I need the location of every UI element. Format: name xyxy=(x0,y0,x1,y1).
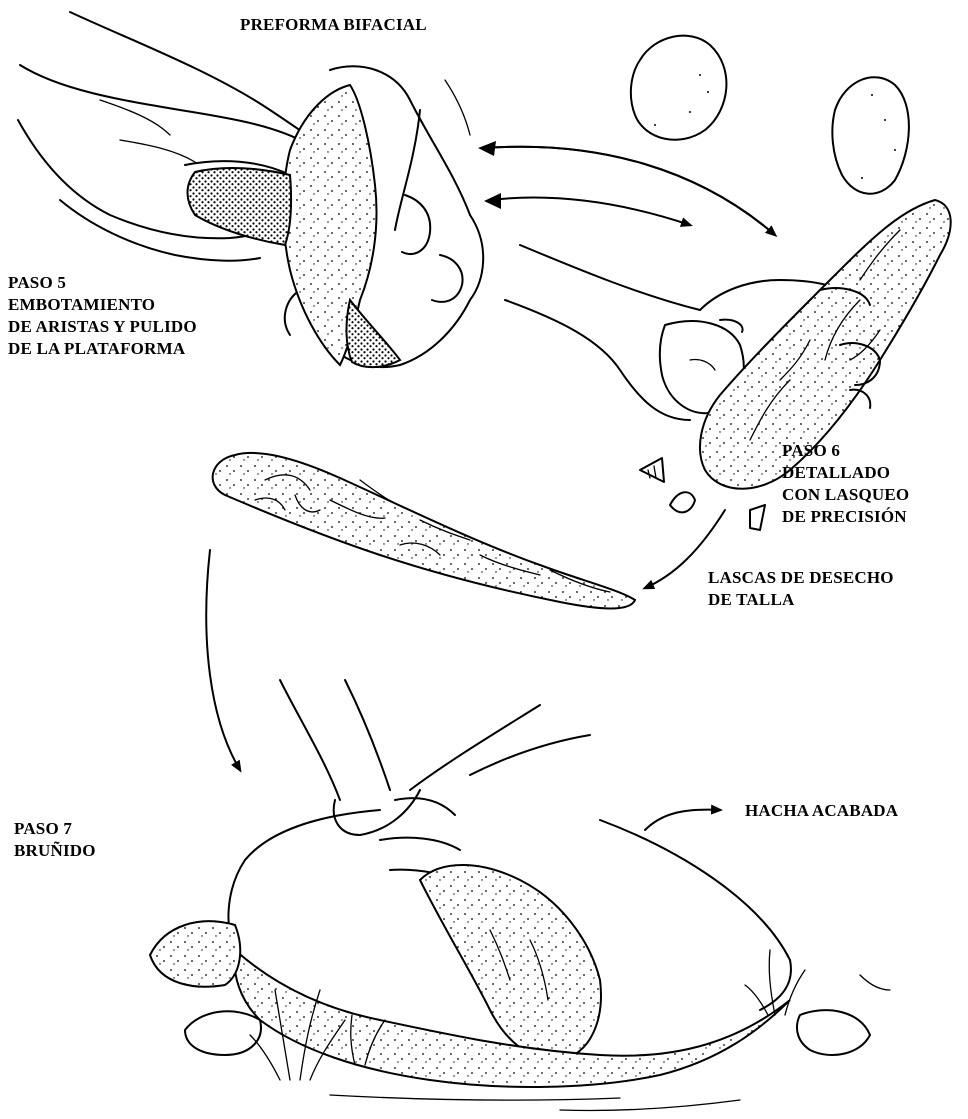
label-line: DE TALLA xyxy=(708,589,894,611)
label-line: BRUÑIDO xyxy=(14,840,96,862)
label-line: DETALLADO xyxy=(782,462,909,484)
label-line: LASCAS DE DESECHO xyxy=(708,567,894,589)
label-paso-5: PASO 5 EMBOTAMIENTO DE ARISTAS Y PULIDO … xyxy=(8,272,197,360)
label-text: HACHA ACABADA xyxy=(745,800,898,822)
label-text: PREFORMA BIFACIAL xyxy=(240,14,427,36)
label-line: PASO 6 xyxy=(782,440,909,462)
shaped-axe-figure xyxy=(213,453,635,609)
label-line: CON LASQUEO xyxy=(782,484,909,506)
label-preforma-bifacial: PREFORMA BIFACIAL xyxy=(240,14,427,36)
label-hacha-acabada: HACHA ACABADA xyxy=(745,800,898,822)
label-paso-6: PASO 6 DETALLADO CON LASQUEO DE PRECISIÓ… xyxy=(782,440,909,528)
label-line: DE LA PLATAFORMA xyxy=(8,338,197,360)
label-line: PASO 7 xyxy=(14,818,96,840)
hammerstones-figure xyxy=(631,36,909,194)
label-line: EMBOTAMIENTO xyxy=(8,294,197,316)
step-arrows-top xyxy=(478,141,775,235)
label-lascas-de-desecho: LASCAS DE DESECHO DE TALLA xyxy=(708,567,894,611)
label-paso-7: PASO 7 BRUÑIDO xyxy=(14,818,96,862)
label-line: DE PRECISIÓN xyxy=(782,506,909,528)
label-line: PASO 5 xyxy=(8,272,197,294)
step7-figure xyxy=(150,680,890,1111)
label-line: DE ARISTAS Y PULIDO xyxy=(8,316,197,338)
